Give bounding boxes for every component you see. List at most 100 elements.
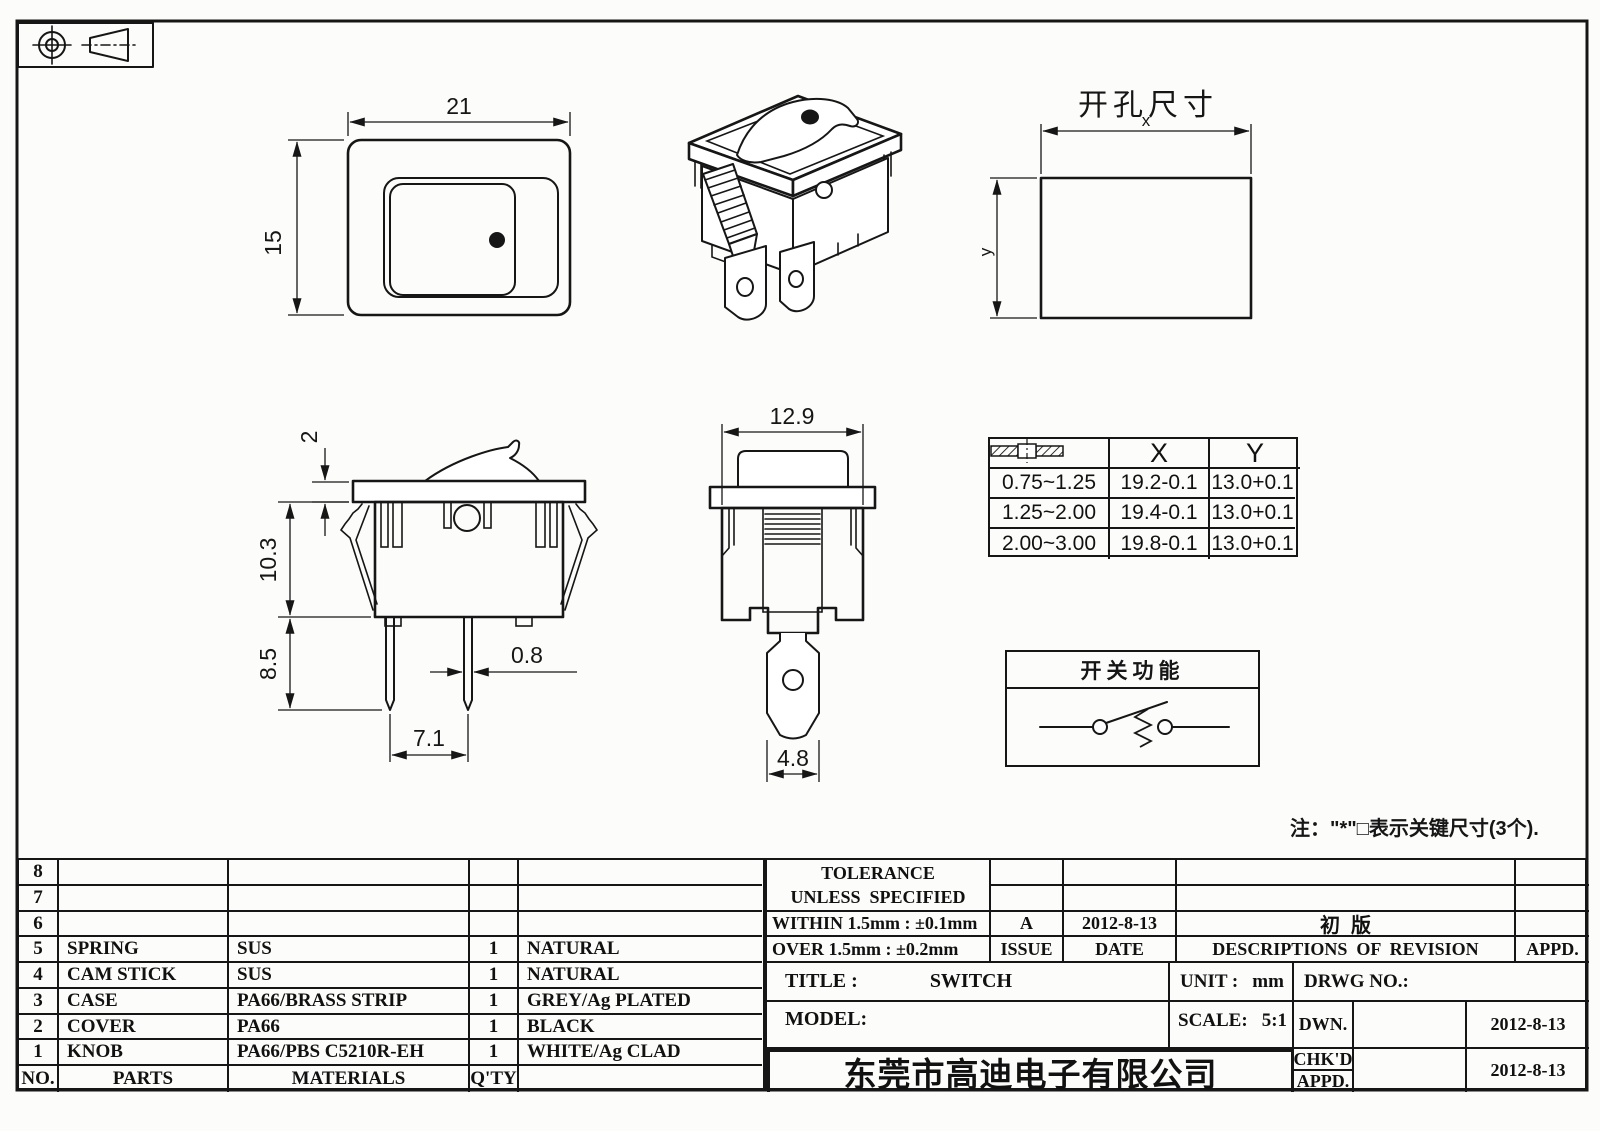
parts-table-cell — [519, 886, 762, 912]
parts-table-cell: 7 — [19, 886, 59, 912]
view-isometric — [687, 94, 903, 321]
revision-blank-cell — [1064, 860, 1177, 886]
dwn-date-cell: 2012-8-13 — [1467, 1002, 1589, 1049]
tolerance-line1: TOLERANCE — [821, 863, 935, 883]
switch-function-title: 开关功能 — [1007, 652, 1258, 689]
chkd-value-cell — [1354, 1049, 1467, 1092]
parts-table-header-cell: PARTS — [59, 1066, 229, 1092]
dim-body-depth: 10.3 — [255, 501, 371, 618]
revision-issue-value: A — [991, 912, 1064, 937]
panel-table-cell: 13.0+0.1 — [1210, 499, 1295, 529]
revision-blank-cell — [1064, 886, 1177, 912]
dim-pin-length: 8.5 — [255, 618, 382, 711]
parts-table-cell: 1 — [470, 1015, 519, 1040]
rocker-knob — [736, 97, 860, 164]
tolerance-line2: UNLESS SPECIFIED — [790, 887, 966, 907]
tolerance-header-cell: TOLERANCE UNLESS SPECIFIED — [767, 860, 991, 912]
panel-table-cell: 13.0+0.1 — [1211, 532, 1294, 555]
revision-description-value: 初 版 — [1177, 912, 1516, 937]
parts-table-header-cell: MATERIALS — [229, 1066, 470, 1092]
parts-table-cell: 1 — [19, 1040, 59, 1066]
parts-table-header-cell — [519, 1066, 762, 1092]
panel-table-cell: 0.75~1.25 — [990, 469, 1110, 499]
dim-label-x: x — [1142, 111, 1151, 130]
parts-table-cell: SUS — [229, 963, 470, 989]
parts-table-cell: 2 — [19, 1015, 59, 1040]
scale-label: SCALE: — [1178, 1010, 1248, 1031]
parts-table-cell: 5 — [19, 937, 59, 963]
view-side: 2 10.3 8.5 7.1 — [255, 431, 599, 762]
view-cutout: x y — [976, 111, 1253, 320]
appd-label-cell: APPD. — [1294, 1071, 1354, 1092]
panel-table-cell: 19.8-0.1 — [1110, 529, 1210, 559]
tolerance-over-cell: OVER 1.5mm : ±0.2mm — [767, 937, 991, 963]
parts-table-cell: 4 — [19, 963, 59, 989]
parts-table-cell — [470, 912, 519, 937]
parts-table-cell — [229, 860, 470, 886]
parts-table-cell — [59, 860, 229, 886]
terminal-blade — [766, 632, 820, 740]
dwn-value-cell — [1354, 1002, 1467, 1049]
panel-table-cell: 19.2-0.1 — [1110, 469, 1210, 499]
dim-front-height: 15 — [260, 139, 344, 316]
parts-table-cell: KNOB — [59, 1040, 229, 1066]
parts-table-cell — [519, 860, 762, 886]
dim-label-15: 15 — [260, 230, 286, 256]
model-cell: MODEL: — [767, 1002, 1170, 1049]
terminal-blade — [724, 245, 767, 321]
dim-label-y: y — [976, 247, 995, 256]
tolerance-within-cell: WITHIN 1.5mm : ±0.1mm — [767, 912, 991, 937]
parts-table-cell: GREY/Ag PLATED — [519, 989, 762, 1015]
revision-blank-cell — [991, 860, 1064, 886]
dim-label-4-8: 4.8 — [777, 745, 809, 771]
spring-serration — [764, 513, 821, 545]
drwg-no-cell: DRWG NO.: — [1294, 963, 1589, 1002]
parts-table-cell: CAM STICK — [59, 963, 229, 989]
parts-table-cell — [59, 886, 229, 912]
unit-value: mm — [1252, 970, 1284, 992]
panel-table-header-x: X — [1110, 438, 1210, 469]
rocker-profile — [424, 439, 540, 482]
revision-issue-label: ISSUE — [991, 937, 1064, 963]
parts-table-cell — [470, 860, 519, 886]
parts-table-cell: 1 — [470, 937, 519, 963]
dim-label-12-9: 12.9 — [770, 403, 815, 429]
revision-blank-cell — [1177, 860, 1516, 886]
parts-table-cell: 3 — [19, 989, 59, 1015]
first-angle-circle-icon — [32, 25, 72, 65]
revision-appd-label: APPD. — [1516, 937, 1589, 963]
spst-switch-symbol-icon — [1039, 701, 1230, 748]
parts-table-cell: BLACK — [519, 1015, 762, 1040]
key-dimension-note: 注："*"□表示关键尺寸(3个). — [1290, 818, 1539, 840]
dim-pin-thickness: 0.8 — [430, 642, 577, 677]
switch-function-box: 开关功能 — [1005, 650, 1260, 767]
panel-table-cell: 1.25~2.00 — [990, 499, 1110, 529]
parts-table-cell: PA66/BRASS STRIP — [229, 989, 470, 1015]
scale-cell: SCALE: 5:1 — [1170, 1002, 1294, 1049]
projection-symbol-box — [17, 22, 154, 68]
title-label: TITLE : — [785, 970, 858, 992]
revision-desc-label: DESCRIPTIONS OF REVISION — [1177, 937, 1516, 963]
dim-terminal-width: 4.8 — [766, 740, 820, 782]
parts-table-cell: PA66 — [229, 1015, 470, 1040]
title-cell: TITLE : SWITCH — [767, 963, 1170, 1002]
unit-label: UNIT : — [1180, 970, 1239, 992]
panel-thickness-symbol-cell — [990, 439, 1110, 469]
dim-end-width: 12.9 — [721, 403, 864, 505]
parts-table-cell — [519, 912, 762, 937]
parts-table-cell — [470, 886, 519, 912]
dim-label-10-3: 10.3 — [255, 538, 281, 583]
parts-table-cell: NATURAL — [519, 937, 762, 963]
dim-label-8-5: 8.5 — [255, 648, 281, 680]
dim-label-2: 2 — [296, 431, 322, 444]
parts-table-cell: 8 — [19, 860, 59, 886]
revision-blank-cell — [1516, 886, 1589, 912]
parts-table-cell — [229, 886, 470, 912]
parts-table-cell: SPRING — [59, 937, 229, 963]
knob-dot — [801, 109, 819, 125]
title-value: SWITCH — [929, 970, 1013, 992]
